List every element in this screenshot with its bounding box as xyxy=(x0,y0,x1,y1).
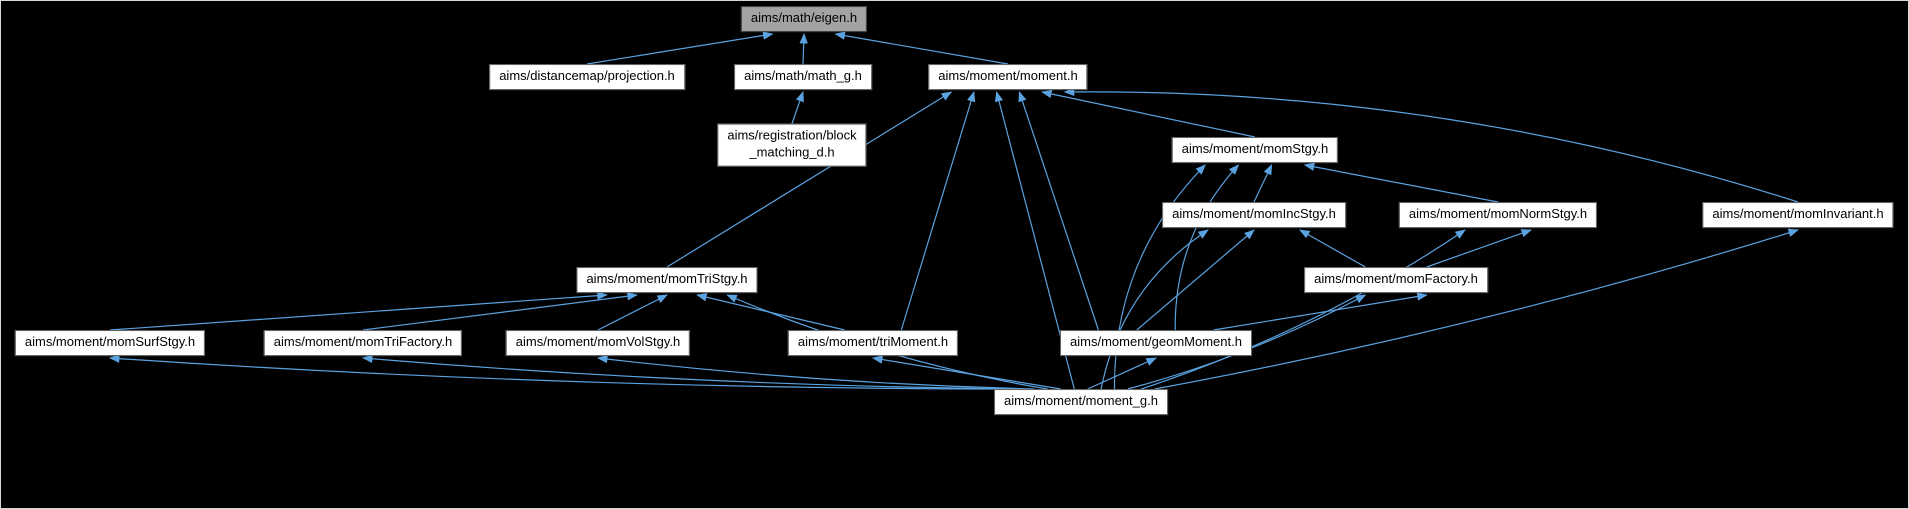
edge-momFactory-includes-momIncStgy xyxy=(1299,229,1366,268)
edge-moment_g-includes-momIncStgy xyxy=(1100,229,1209,390)
edge-moment_g-includes-geomMoment xyxy=(1087,357,1157,390)
edge-momTriFactory-includes-momTriStgy xyxy=(362,292,638,331)
edge-geomMoment-includes-momIncStgy xyxy=(1136,229,1255,331)
edge-moment_g-includes-momVolStgy xyxy=(596,354,1035,390)
edge-momStgy-includes-moment xyxy=(1041,89,1256,138)
edge-momSurfStgy-includes-momTriStgy xyxy=(109,291,608,331)
graph-node-momSurfStgy[interactable]: aims/moment/momSurfStgy.h xyxy=(14,330,206,356)
graph-node-momStgy[interactable]: aims/moment/momStgy.h xyxy=(1171,137,1339,163)
graph-node-projection[interactable]: aims/distancemap/projection.h xyxy=(489,64,685,90)
edge-moment_g-includes-momTriFactory xyxy=(361,354,1021,390)
edge-math_g-includes-eigen xyxy=(799,32,808,65)
graph-node-triMoment[interactable]: aims/moment/triMoment.h xyxy=(787,330,959,356)
edge-geomMoment-includes-momStgy xyxy=(1174,164,1240,331)
edge-momNormStgy-includes-momStgy xyxy=(1303,162,1499,203)
edge-momInvariant-includes-moment xyxy=(1063,87,1799,203)
edge-block_matching-includes-math_g xyxy=(791,91,804,124)
graph-node-geomMoment[interactable]: aims/moment/geomMoment.h xyxy=(1060,330,1252,356)
graph-node-momVolStgy[interactable]: aims/moment/momVolStgy.h xyxy=(505,330,691,356)
edge-triMoment-includes-moment xyxy=(900,90,976,331)
edge-momVolStgy-includes-momTriStgy xyxy=(597,294,668,331)
edge-moment_g-includes-momInvariant xyxy=(1154,228,1800,390)
edge-moment_g-includes-momNormStgy xyxy=(1141,229,1466,390)
edge-momIncStgy-includes-momStgy xyxy=(1253,164,1273,203)
edge-moment-includes-eigen xyxy=(834,31,1009,65)
graph-node-momIncStgy[interactable]: aims/moment/momIncStgy.h xyxy=(1162,202,1346,228)
graph-node-moment[interactable]: aims/moment/moment.h xyxy=(928,64,1088,90)
graph-node-momFactory[interactable]: aims/moment/momFactory.h xyxy=(1304,267,1488,293)
graph-node-moment_g[interactable]: aims/moment/moment_g.h xyxy=(994,389,1168,415)
graph-node-momNormStgy[interactable]: aims/moment/momNormStgy.h xyxy=(1398,202,1598,228)
graph-node-block_matching[interactable]: aims/registration/block _matching_d.h xyxy=(717,123,867,167)
edge-moment_g-includes-momStgy xyxy=(1113,164,1206,390)
edge-moment_g-includes-triMoment xyxy=(871,355,1061,390)
edge-momFactory-includes-momNormStgy xyxy=(1426,229,1532,268)
graph-node-math_g[interactable]: aims/math/math_g.h xyxy=(734,64,872,90)
edge-geomMoment-includes-moment xyxy=(1018,91,1099,331)
edge-momTriStgy-includes-moment xyxy=(666,91,953,268)
edge-projection-includes-eigen xyxy=(586,31,774,65)
edge-moment_g-includes-momSurfStgy xyxy=(108,354,1008,390)
edge-geomMoment-includes-momFactory xyxy=(1213,292,1428,331)
graph-node-eigen: aims/math/eigen.h xyxy=(740,6,868,32)
graph-node-momInvariant[interactable]: aims/moment/momInvariant.h xyxy=(1702,202,1894,228)
graph-node-momTriFactory[interactable]: aims/moment/momTriFactory.h xyxy=(263,330,463,356)
graph-node-momTriStgy[interactable]: aims/moment/momTriStgy.h xyxy=(576,267,758,293)
